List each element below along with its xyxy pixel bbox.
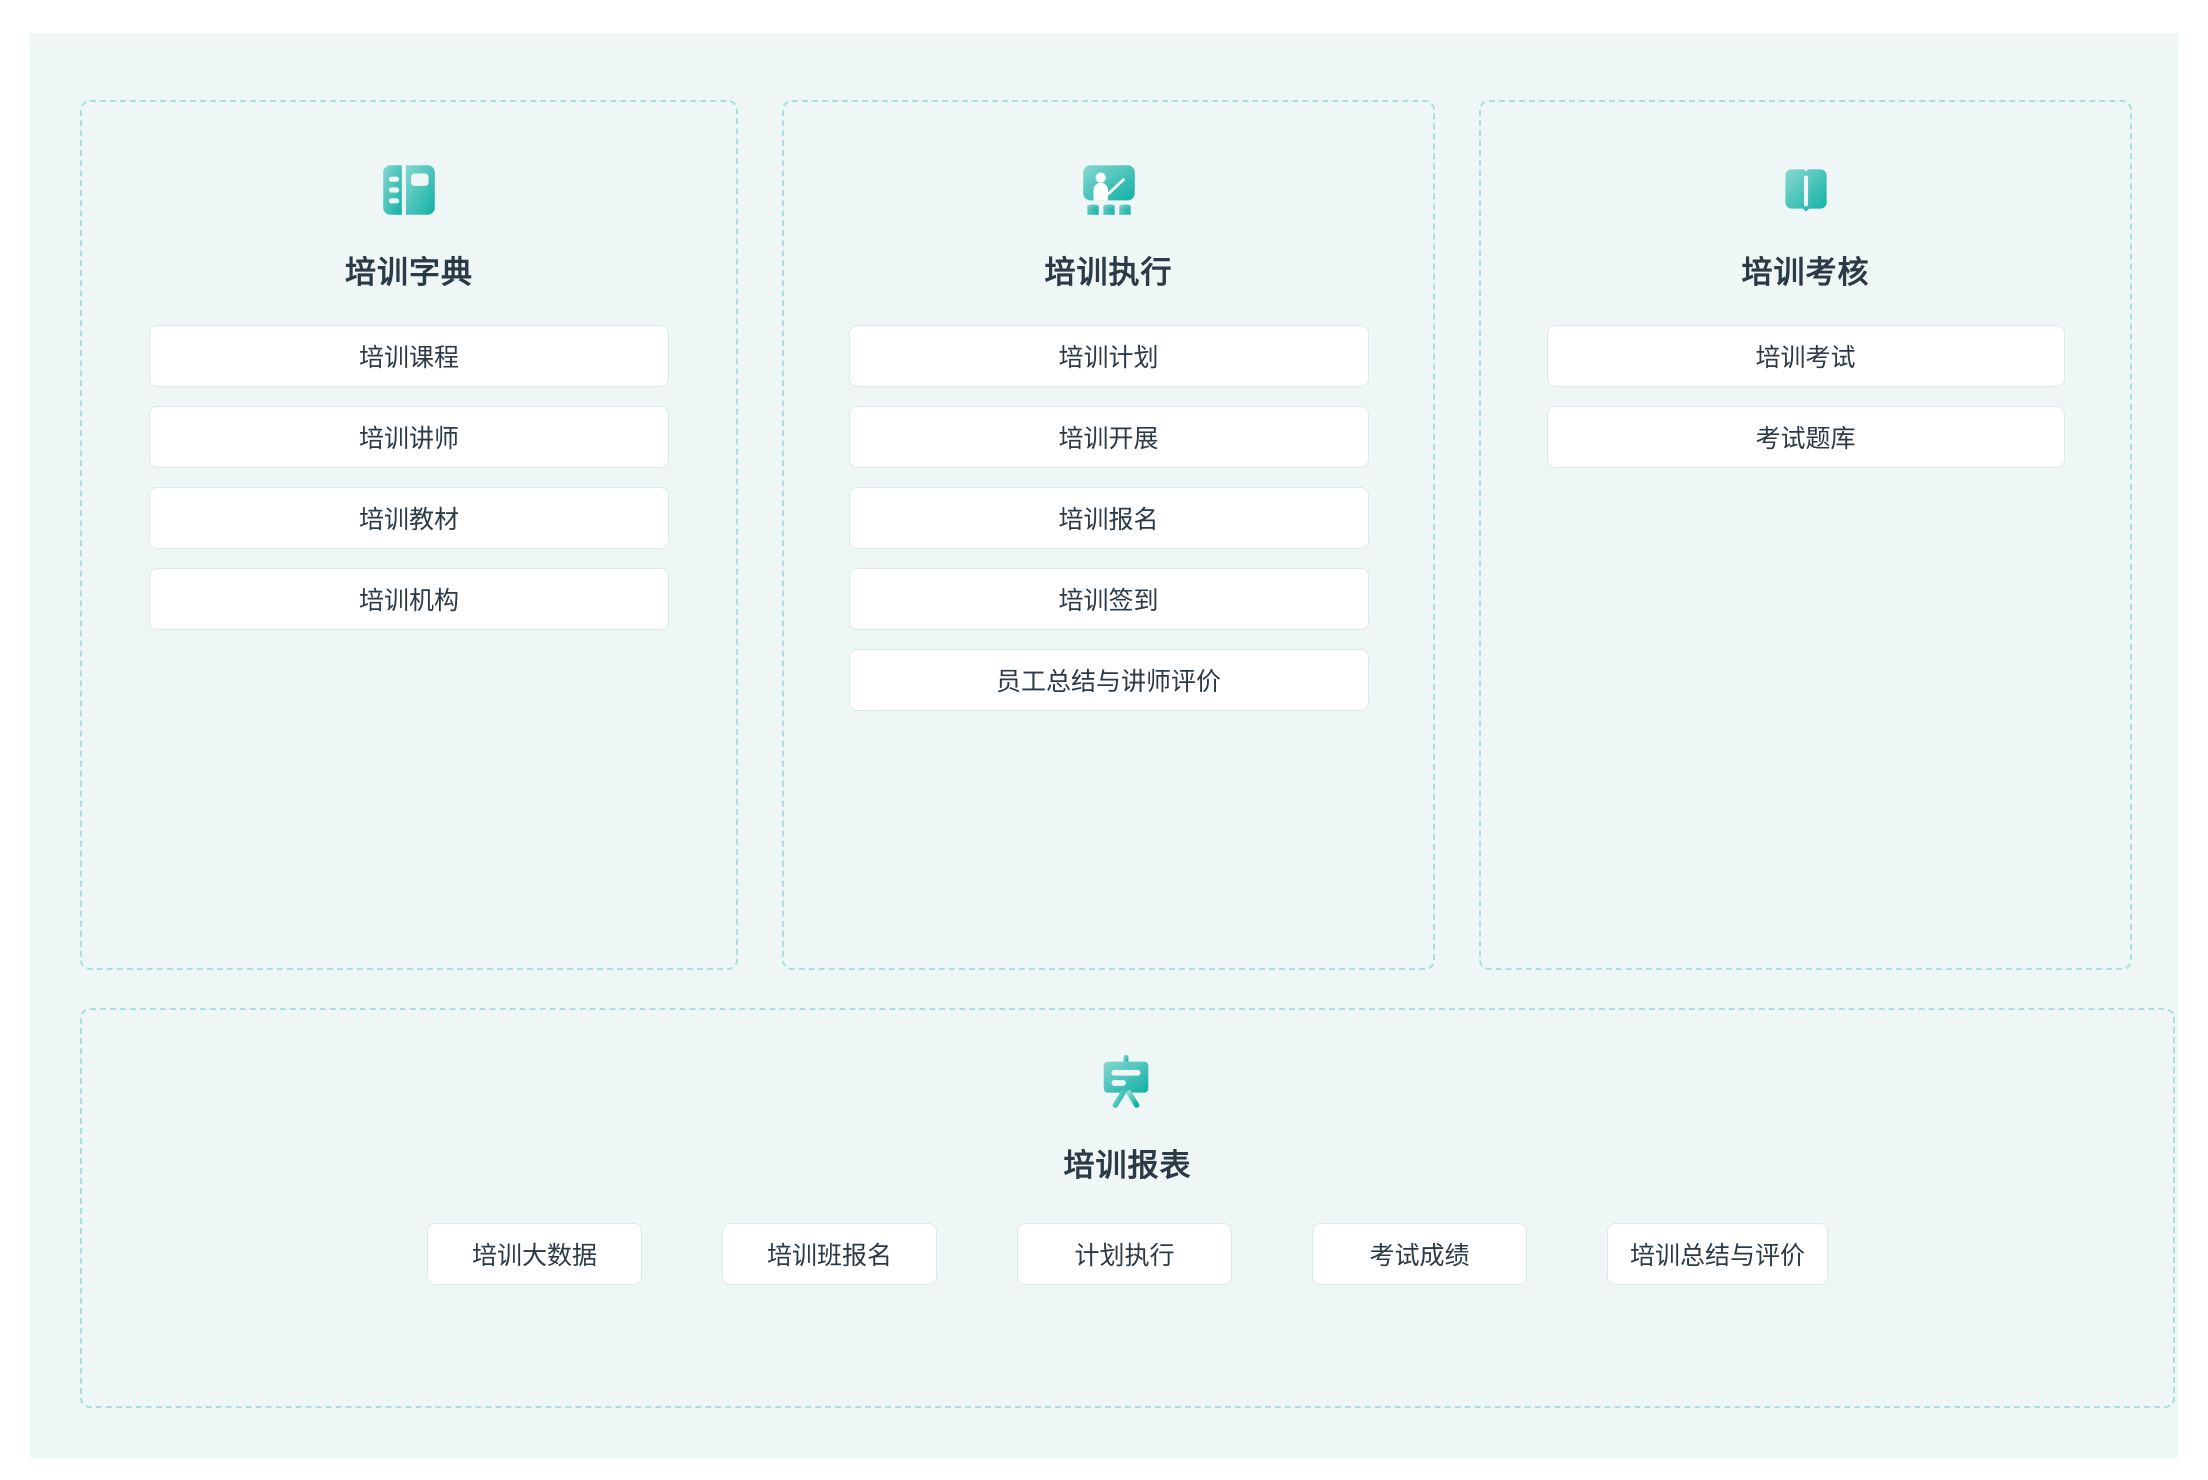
list-item[interactable]: 考试题库 xyxy=(1546,406,2065,468)
section-panel-training-dictionary: 培训字典 培训课程 培训讲师 培训教材 培训机构 xyxy=(80,100,738,970)
section-item-list: 培训考试 考试题库 xyxy=(1481,325,2130,468)
list-item[interactable]: 培训机构 xyxy=(149,568,669,630)
top-section-row: 培训字典 培训课程 培训讲师 培训教材 培训机构 xyxy=(80,100,2175,970)
section-title: 培训执行 xyxy=(1044,255,1173,290)
presentation-board-icon xyxy=(1095,1050,1161,1116)
section-panel-training-assessment: 培训考核 培训考试 考试题库 xyxy=(1479,100,2132,970)
list-item[interactable]: 培训开展 xyxy=(848,406,1369,468)
list-item[interactable]: 培训考试 xyxy=(1546,325,2065,387)
section-title: 培训字典 xyxy=(345,255,473,290)
list-item[interactable]: 考试成绩 xyxy=(1311,1223,1527,1285)
list-item[interactable]: 培训计划 xyxy=(848,325,1369,387)
list-item[interactable]: 计划执行 xyxy=(1016,1223,1232,1285)
report-item-list: 培训大数据 培训班报名 计划执行 考试成绩 培训总结与评价 xyxy=(82,1223,2173,1285)
list-item[interactable]: 培训签到 xyxy=(848,568,1369,630)
section-title: 培训考核 xyxy=(1741,255,1870,290)
list-item[interactable]: 培训报名 xyxy=(848,487,1369,549)
list-item[interactable]: 培训讲师 xyxy=(149,406,669,468)
section-item-list: 培训课程 培训讲师 培训教材 培训机构 xyxy=(82,325,736,630)
section-item-list: 培训计划 培训开展 培训报名 培训签到 员工总结与讲师评价 xyxy=(784,325,1433,711)
list-item[interactable]: 员工总结与讲师评价 xyxy=(848,649,1369,711)
training-module-map: 培训字典 培训课程 培训讲师 培训教材 培训机构 xyxy=(30,33,2178,1458)
open-book-icon xyxy=(1773,157,1839,223)
list-item[interactable]: 培训总结与评价 xyxy=(1606,1223,1828,1285)
list-item[interactable]: 培训班报名 xyxy=(721,1223,937,1285)
list-item[interactable]: 培训大数据 xyxy=(426,1223,642,1285)
list-item[interactable]: 培训课程 xyxy=(149,325,669,387)
section-panel-training-report: 培训报表 培训大数据 培训班报名 计划执行 考试成绩 培训总结与评价 xyxy=(80,1008,2175,1408)
section-title: 培训报表 xyxy=(1063,1148,1192,1183)
list-item[interactable]: 培训教材 xyxy=(149,487,669,549)
notebook-icon xyxy=(376,157,442,223)
section-panel-training-execution: 培训执行 培训计划 培训开展 培训报名 培训签到 员工总结与讲师评价 xyxy=(782,100,1435,970)
classroom-training-icon xyxy=(1076,157,1142,223)
